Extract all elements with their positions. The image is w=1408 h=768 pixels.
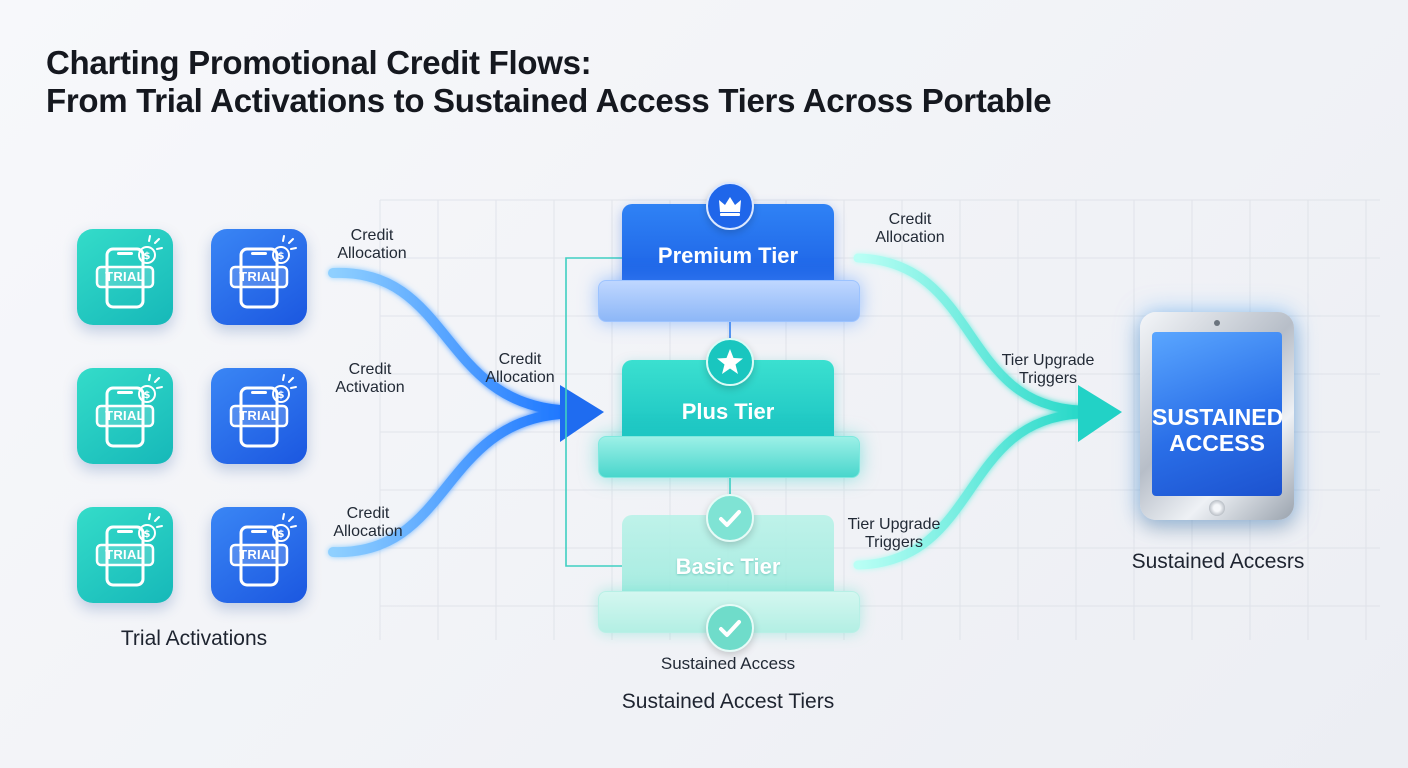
svg-text:$: $ [144,529,151,540]
plus-tier-base [598,436,860,478]
sustained-access-tablet[interactable]: SUSTAINED ACCESS [1140,312,1294,520]
caption-trial-activations: Trial Activations [120,627,268,650]
trial-badge-text: TRIAL [105,547,145,562]
label-credit-allocation-right: Credit Allocation [875,211,945,246]
plus-tier-card[interactable]: Plus Tier [598,360,860,478]
phone-dollar-icon: $ [95,513,163,587]
flow-left-top [328,267,565,415]
phone-dollar-icon: $ [229,513,297,587]
svg-text:$: $ [144,390,151,401]
star-icon [706,338,754,386]
phone-dollar-icon: $ [229,374,297,448]
basic-tier-label: Basic Tier [675,554,781,579]
tablet-screen: SUSTAINED ACCESS [1152,332,1284,496]
flow-left-bottom [328,409,565,558]
trial-badge-text: TRIAL [239,408,279,423]
svg-text:$: $ [144,251,151,262]
label-credit-allocation-top: Credit Allocation [337,227,407,262]
caption-sustained-access-tiers: Sustained Accest Tiers [621,690,835,713]
trial-badge-text: TRIAL [239,547,279,562]
diagram-title: Charting Promotional Credit Flows: From … [46,44,1052,120]
tier-connector-left [565,257,622,567]
trial-app-icon[interactable]: $ TRIAL [211,229,307,325]
svg-text:$: $ [278,529,285,540]
title-line-1: Charting Promotional Credit Flows: [46,44,592,81]
crown-icon [706,182,754,230]
trial-app-icon[interactable]: $ TRIAL [211,507,307,603]
trial-app-icon[interactable]: $ TRIAL [77,368,173,464]
arrowhead-right [1078,385,1122,442]
label-credit-allocation-merge: Credit Allocation [485,351,555,386]
basic-tier-card[interactable]: Basic Tier [598,515,860,633]
svg-text:$: $ [278,390,285,401]
premium-tier-base [598,280,860,322]
trial-app-icon[interactable]: $ TRIAL [211,368,307,464]
label-credit-allocation-bottom: Credit Allocation [333,505,403,540]
label-tier-upgrade-triggers-bottom: Tier Upgrade Triggers [847,516,941,551]
arrowhead-left [560,385,604,442]
title-line-2: From Trial Activations to Sustained Acce… [46,82,1052,119]
phone-dollar-icon: $ [95,374,163,448]
phone-dollar-icon: $ [95,235,163,309]
tiers-sub-label: Sustained Access [660,654,796,673]
label-credit-activation: Credit Activation [335,361,405,396]
tablet-screen-text: SUSTAINED ACCESS [1152,404,1284,456]
flow-right-top [853,253,1085,415]
trial-badge-text: TRIAL [239,269,279,284]
premium-tier-card[interactable]: Premium Tier [598,204,860,322]
trial-app-icon[interactable]: $ TRIAL [77,507,173,603]
premium-tier-label: Premium Tier [657,243,799,268]
home-button [1209,500,1225,516]
flow-right-bottom [853,409,1085,570]
camera-dot [1214,320,1220,326]
phone-dollar-icon: $ [229,235,297,309]
check-icon [706,494,754,542]
trial-badge-text: TRIAL [105,269,145,284]
check-icon [706,604,754,652]
svg-text:$: $ [278,251,285,262]
plus-tier-label: Plus Tier [681,399,775,424]
label-tier-upgrade-triggers-top: Tier Upgrade Triggers [1001,352,1095,387]
caption-sustained-access-device: Sustained Accesrs [1131,550,1305,573]
trial-badge-text: TRIAL [105,408,145,423]
trial-app-icon[interactable]: $ TRIAL [77,229,173,325]
